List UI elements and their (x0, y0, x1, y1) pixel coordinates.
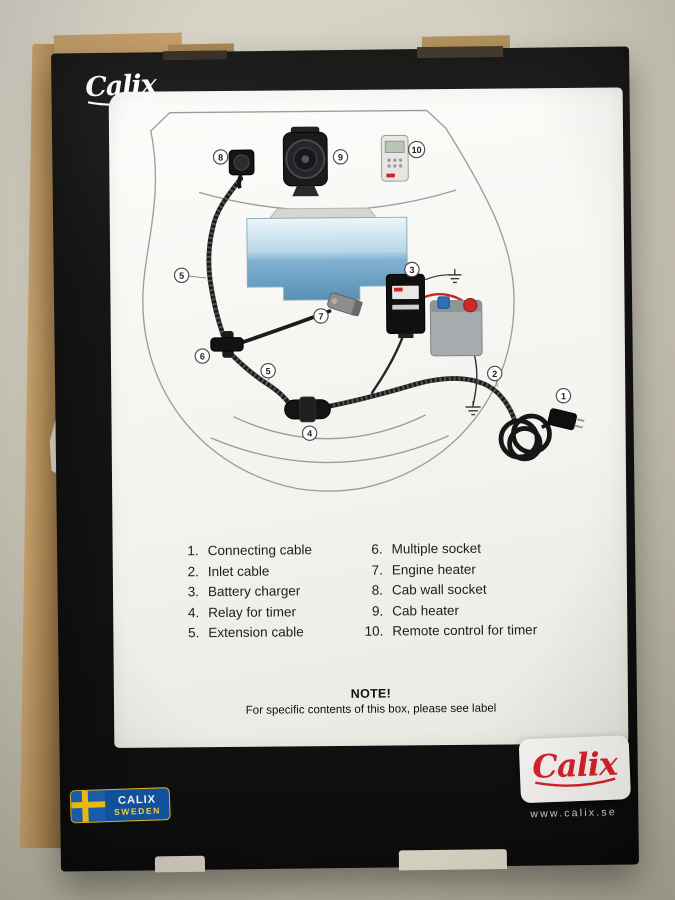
legend-item: 1. Connecting cable (173, 542, 345, 559)
legend-item: 5. Extension cable (173, 624, 345, 641)
box-flap-notch (154, 855, 206, 873)
callout-4: 4 (301, 425, 318, 441)
note-text: For specific contents of this box, pleas… (245, 702, 497, 717)
badge-text: CALIX SWEDEN (105, 788, 170, 821)
note-section: NOTE! For specific contents of this box,… (114, 684, 628, 717)
box-flap-notch (398, 849, 508, 871)
callout-2: 2 (486, 365, 503, 382)
logo-underline-swash (535, 777, 616, 787)
legend-label: Engine heater (391, 561, 476, 578)
legend-column-right: 6. Multiple socket 7. Engine heater 8. Cab … (357, 540, 538, 639)
legend-number: 2. (187, 563, 199, 579)
badge-line-sweden: SWEDEN (113, 804, 162, 817)
legend-label: Connecting cable (207, 542, 313, 559)
power-plug (547, 408, 585, 431)
note-title: NOTE! (350, 686, 392, 701)
legend-number: 9. (371, 603, 384, 619)
legend-number: 7. (371, 562, 383, 578)
svg-text:3: 3 (409, 265, 414, 275)
battery (429, 296, 483, 357)
legend-item: 2. Inlet cable (173, 562, 345, 579)
callout-9: 9 (332, 149, 349, 165)
sweden-flag-icon (70, 790, 106, 823)
callout-1: 1 (555, 388, 572, 404)
legend-item: 7. Engine heater (357, 561, 537, 578)
battery-charger (385, 273, 426, 339)
legend-label: Cab wall socket (391, 581, 487, 598)
legend-number: 3. (187, 584, 200, 600)
svg-text:9: 9 (338, 152, 343, 162)
svg-text:4: 4 (307, 429, 312, 439)
callout-5a: 5 (173, 267, 190, 284)
svg-text:7: 7 (318, 311, 323, 321)
callout-10: 10 (407, 140, 426, 159)
ground-symbol (448, 269, 462, 284)
engine-heater (327, 292, 363, 317)
legend-item: 4. Relay for timer (173, 603, 345, 620)
engine-bay-part (268, 207, 378, 219)
legend: 1. Connecting cable 2. Inlet cable 3. Batte… (113, 539, 628, 641)
cab-heater (282, 126, 328, 197)
callout-3: 3 (404, 261, 420, 278)
legend-number: 4. (187, 604, 200, 620)
remote-control (380, 134, 409, 182)
legend-item: 9. Cab heater (357, 602, 537, 619)
legend-number: 1. (187, 543, 199, 559)
cab-wall-socket (228, 149, 255, 189)
svg-text:5: 5 (179, 271, 184, 281)
box-flap-notch (416, 46, 504, 59)
legend-item: 10. Remote control for timer (357, 622, 538, 639)
product-box: Calix (51, 46, 639, 873)
svg-text:8: 8 (218, 152, 223, 162)
legend-item: 8. Cab wall socket (357, 581, 537, 598)
svg-text:5: 5 (266, 366, 271, 376)
svg-text:10: 10 (412, 145, 422, 155)
multiple-socket (210, 331, 244, 358)
instruction-panel: 8 9 10 5 3 7 6 5 2 4 1 1. Connecting cabl… (108, 87, 629, 748)
legend-item: 3. Battery charger (173, 583, 345, 600)
svg-text:6: 6 (200, 352, 205, 362)
callout-6: 6 (194, 348, 211, 364)
legend-column-left: 1. Connecting cable 2. Inlet cable 3. Batte… (173, 542, 346, 640)
legend-label: Inlet cable (207, 563, 270, 579)
car-installation-diagram: 8 9 10 5 3 7 6 5 2 4 1 (142, 109, 585, 492)
callout-7: 7 (313, 308, 329, 324)
legend-label: Multiple socket (391, 540, 482, 557)
coolant-tank (246, 216, 408, 301)
legend-label: Cab heater (392, 602, 460, 619)
connecting-cable-coil (498, 413, 556, 462)
legend-label: Extension cable (208, 624, 304, 641)
ground-symbol (465, 401, 481, 416)
box-flap-notch (163, 50, 228, 61)
legend-label: Relay for timer (208, 603, 297, 620)
legend-number: 10. (364, 623, 384, 639)
callout-5b: 5 (260, 362, 276, 379)
svg-text:2: 2 (492, 369, 497, 379)
timer-relay (284, 396, 331, 423)
callout-8: 8 (212, 149, 229, 165)
legend-number: 6. (371, 541, 383, 557)
legend-label: Remote control for timer (392, 622, 538, 639)
legend-number: 8. (371, 582, 384, 598)
website-url: www.calix.se (529, 806, 617, 821)
legend-item: 6. Multiple socket (357, 540, 537, 557)
calix-logo-card: Calix (518, 735, 631, 804)
callout-leader-lines (189, 275, 499, 387)
svg-text:1: 1 (561, 391, 566, 401)
legend-label: Battery charger (207, 583, 301, 600)
legend-number: 5. (188, 625, 200, 641)
calix-sweden-badge: CALIX SWEDEN (69, 787, 171, 824)
